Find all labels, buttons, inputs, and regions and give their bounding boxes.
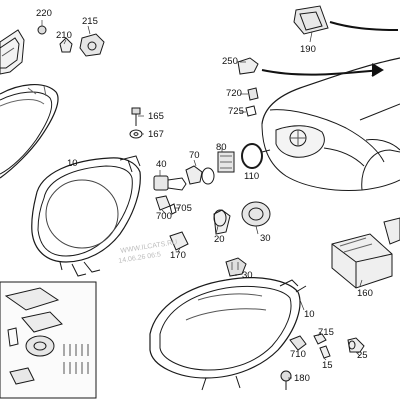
part-label-167: 167 bbox=[148, 129, 164, 140]
part-label-15: 15 bbox=[322, 360, 333, 371]
pointer-arrow bbox=[261, 63, 384, 77]
connector-250 bbox=[237, 57, 259, 75]
part-label-725: 725 bbox=[228, 106, 244, 117]
part-label-110: 110 bbox=[244, 171, 260, 182]
part-label-215: 215 bbox=[82, 16, 98, 27]
part-label-705: 705 bbox=[176, 203, 192, 214]
part-220-clip bbox=[37, 25, 47, 35]
part-label-190: 190 bbox=[300, 44, 316, 55]
screw-array bbox=[63, 344, 89, 374]
part-label-170: 170 bbox=[170, 250, 186, 261]
headlamp-assembly-upper bbox=[31, 155, 141, 277]
part-label-180: 180 bbox=[294, 373, 310, 384]
part-label-210: 210 bbox=[56, 30, 72, 41]
pointer-arrow-top bbox=[329, 21, 399, 31]
part-label-10-upper: 10 bbox=[67, 158, 78, 169]
headlamp-reflector-ring-left bbox=[0, 84, 59, 179]
part-label-165: 165 bbox=[148, 111, 164, 122]
part-label-70: 70 bbox=[189, 150, 200, 161]
bulb-70 bbox=[185, 165, 215, 185]
part-label-160: 160 bbox=[357, 288, 373, 299]
detail-inset bbox=[0, 281, 97, 399]
connector-170 bbox=[169, 231, 189, 251]
part-label-20: 20 bbox=[214, 234, 225, 245]
part-720 bbox=[247, 87, 259, 101]
part-label-30-upper: 30 bbox=[260, 233, 271, 244]
headlamp-assembly-lower bbox=[149, 277, 307, 391]
part-label-720: 720 bbox=[226, 88, 242, 99]
part-715 bbox=[313, 333, 327, 345]
part-label-40: 40 bbox=[156, 159, 167, 170]
part-210-bulb bbox=[59, 37, 73, 53]
part-80 bbox=[217, 151, 235, 173]
part-725 bbox=[245, 105, 257, 117]
seal-110 bbox=[241, 143, 263, 169]
bulb-40 bbox=[153, 175, 187, 191]
part-label-710: 710 bbox=[290, 349, 306, 360]
part-label-10-lower: 10 bbox=[304, 309, 315, 320]
bulb-30-lower bbox=[225, 257, 247, 277]
part-700 bbox=[155, 195, 171, 211]
part-label-25: 25 bbox=[357, 350, 368, 361]
bulb-25 bbox=[347, 337, 365, 353]
part-label-700: 700 bbox=[156, 211, 172, 222]
washer-167 bbox=[129, 129, 143, 139]
part-215-socket bbox=[79, 33, 105, 57]
leader-lines bbox=[41, 20, 363, 379]
part-710 bbox=[289, 335, 307, 351]
bracket-160 bbox=[383, 217, 400, 245]
control-unit-190 bbox=[293, 5, 329, 35]
part-label-80: 80 bbox=[216, 142, 227, 153]
part-label-220: 220 bbox=[36, 8, 52, 19]
bulb-15 bbox=[319, 345, 331, 359]
screw-180 bbox=[280, 370, 292, 390]
part-label-30-lower: 30 bbox=[242, 270, 253, 281]
part-705 bbox=[169, 203, 177, 215]
small-parts-top bbox=[37, 25, 105, 57]
control-module-160 bbox=[331, 233, 393, 289]
socket-30-upper bbox=[241, 201, 271, 227]
part-label-715: 715 bbox=[318, 327, 334, 338]
part-label-250: 250 bbox=[222, 56, 238, 67]
headlamp-housing-top-left bbox=[0, 29, 25, 75]
vehicle-outline bbox=[261, 57, 400, 191]
bulb-20 bbox=[213, 209, 231, 235]
screw-165 bbox=[131, 107, 141, 126]
